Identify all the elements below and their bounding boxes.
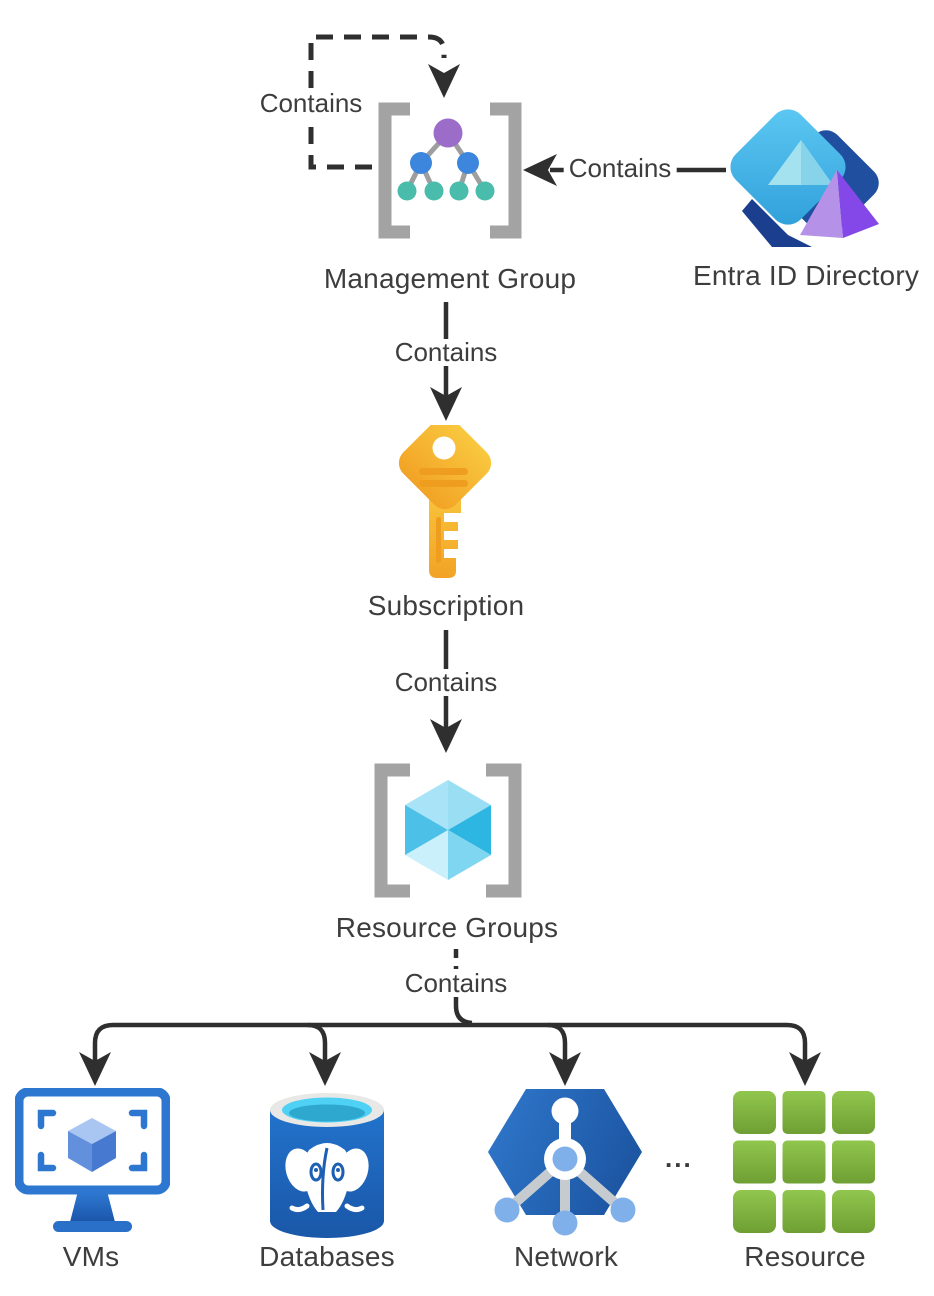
arrowhead-databases (309, 1052, 341, 1086)
entra-to-mg-arrowhead (523, 154, 557, 186)
bus-drop-network (547, 1022, 568, 1062)
management-group-label: Management Group (323, 263, 577, 294)
postgres-elephant (285, 1143, 369, 1213)
sub-contains-rg-label: Contains (389, 668, 503, 697)
resource-label: Resource (744, 1241, 866, 1272)
arrowhead-network (549, 1052, 581, 1086)
rg-feed-curve (453, 996, 473, 1026)
rg-contains-children-label: Contains (399, 969, 513, 998)
entra-id-icon (730, 109, 879, 247)
resource-groups-label: Resource Groups (335, 912, 559, 943)
arrowhead-vms (79, 1052, 111, 1086)
entra-id-label: Entra ID Directory (692, 260, 920, 291)
self-loop-arrowhead (428, 64, 460, 98)
entra-contains-label: Contains (563, 154, 677, 183)
network-label: Network (513, 1241, 619, 1272)
databases-icon (270, 1093, 384, 1238)
self-contains-label: Contains (254, 89, 368, 118)
databases-label: Databases (259, 1241, 395, 1272)
mg-to-sub-arrowhead (430, 387, 462, 421)
vms-label: VMs (62, 1241, 120, 1272)
children-bus-line (92, 1022, 808, 1062)
resource-grid-icon (733, 1091, 875, 1233)
subscription-label: Subscription (367, 590, 525, 621)
more-resources-ellipsis: ... (665, 1143, 693, 1173)
resource-groups-icon (374, 763, 522, 898)
vms-icon (15, 1088, 170, 1232)
arrowhead-resource (789, 1052, 821, 1086)
mg-contains-sub-label: Contains (389, 338, 503, 367)
management-group-icon (378, 102, 522, 239)
network-icon (488, 1089, 642, 1236)
sub-to-rg-arrowhead (430, 719, 462, 753)
subscription-key-icon (398, 425, 492, 578)
bus-drop-databases (307, 1022, 328, 1062)
self-loop-dashed-line (308, 34, 447, 170)
